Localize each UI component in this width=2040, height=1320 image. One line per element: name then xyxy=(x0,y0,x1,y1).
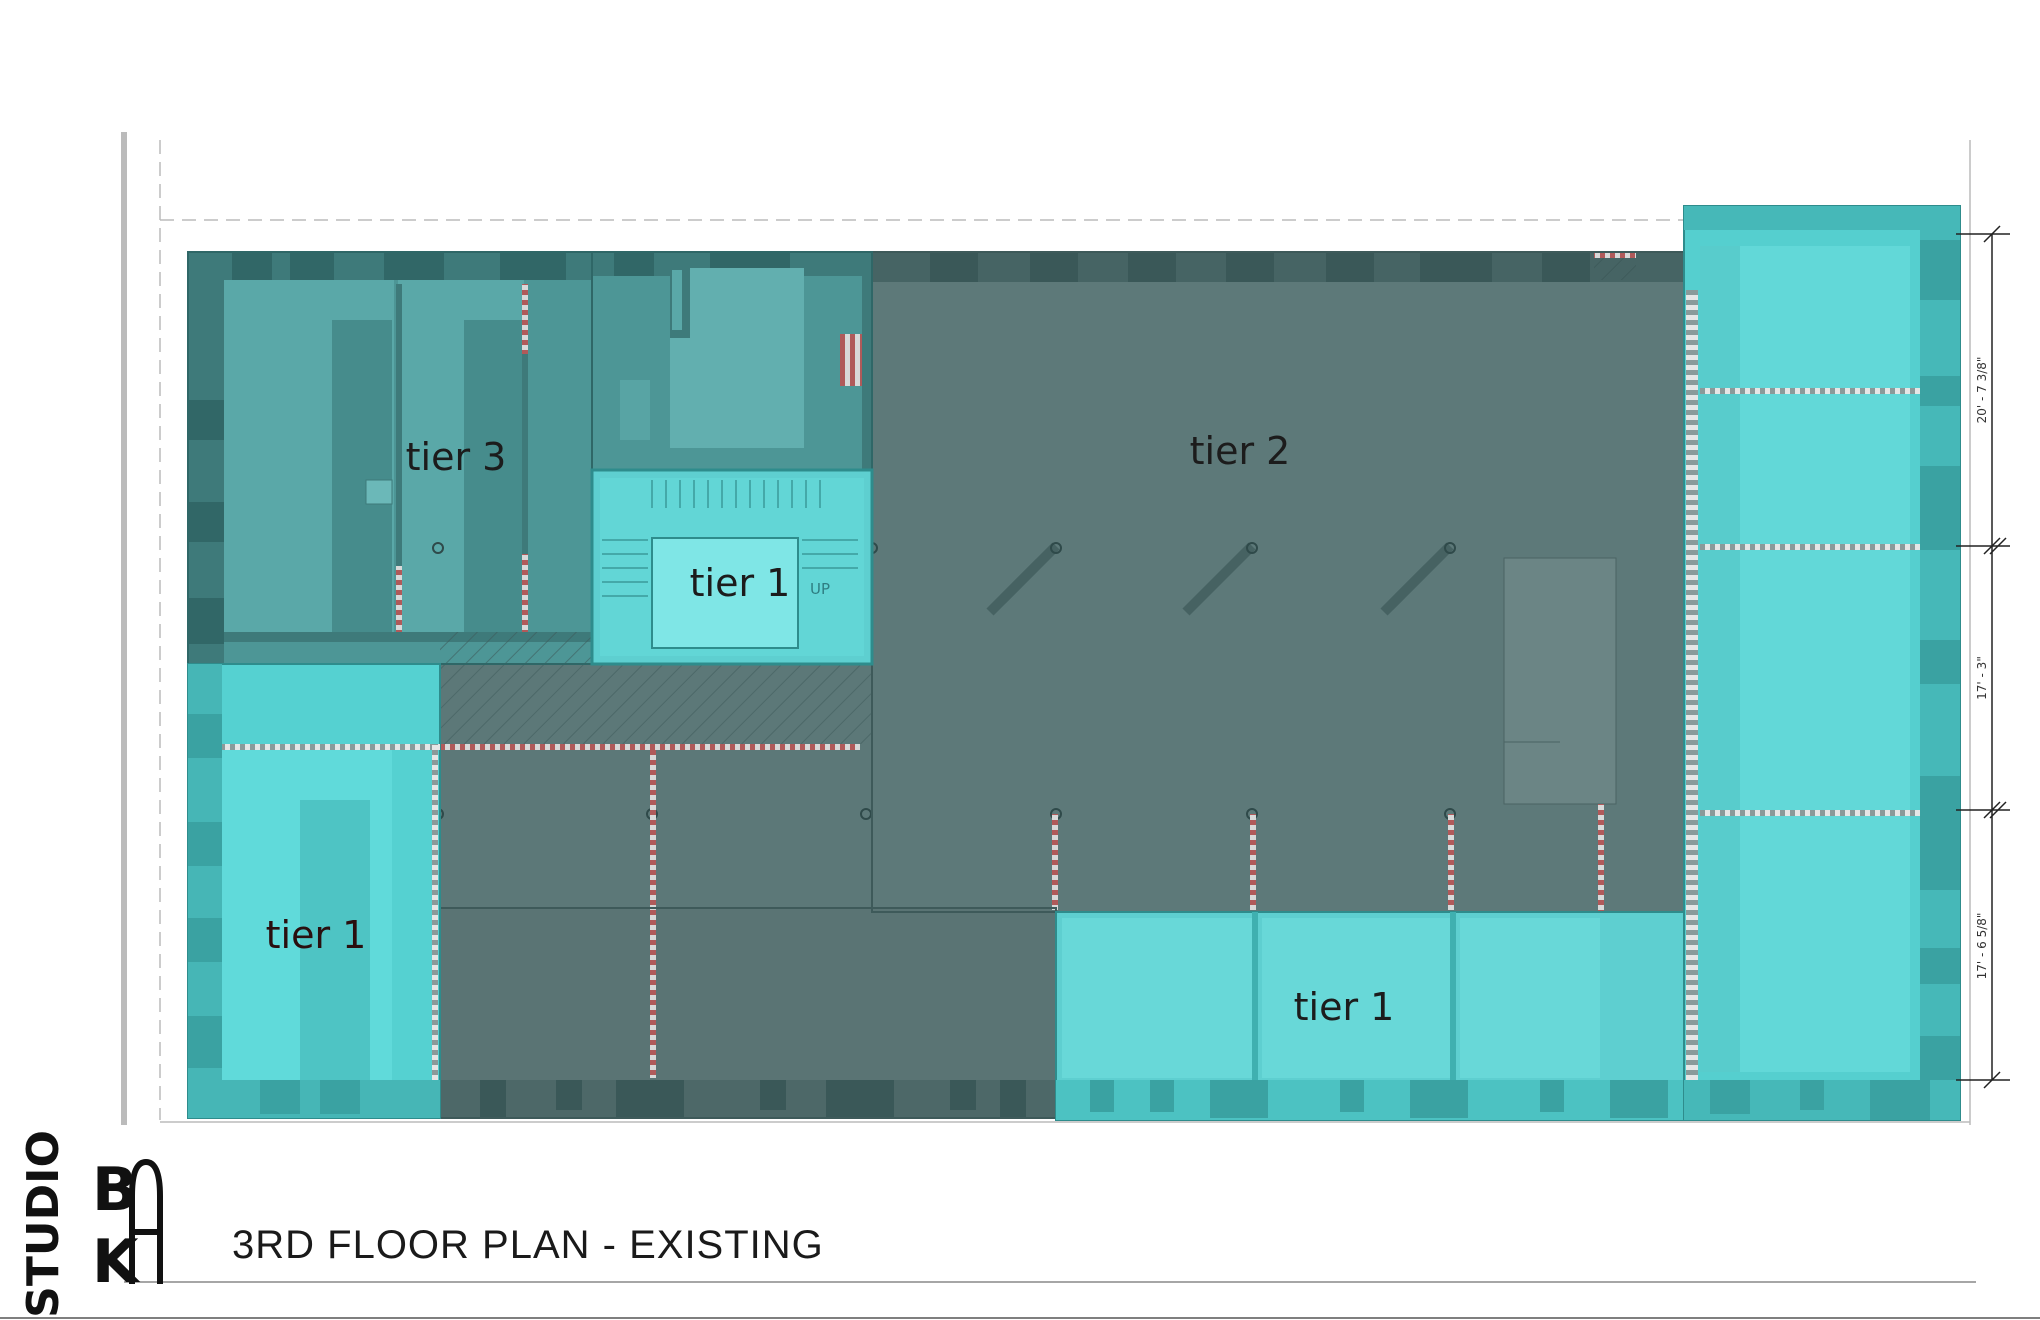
tier-3-label: tier 3 xyxy=(406,435,507,479)
zone-tier-1-bottom: tier 1 xyxy=(1055,911,1685,1121)
logo-letter-a xyxy=(129,1158,163,1284)
stair-up-label: UP xyxy=(810,580,830,598)
zone-tier-3: tier 3 xyxy=(187,251,593,665)
property-lines xyxy=(121,132,1971,1125)
studio-logo: STUDIO B K xyxy=(18,1130,163,1318)
tier-1-bottom-label: tier 1 xyxy=(1294,985,1395,1029)
zone-tier-1-left: tier 1 xyxy=(187,663,441,1119)
zone-tier-1-stair: tier 1 UP xyxy=(590,468,874,666)
stair-core-upper xyxy=(591,251,873,471)
title-block: 3RD FLOOR PLAN - EXISTING xyxy=(0,1223,2040,1319)
dimension-2-label: 17' - 3" xyxy=(1975,656,1989,700)
tier-1-stair-label: tier 1 xyxy=(690,561,791,605)
dimension-3-label: 17' - 6 5/8" xyxy=(1975,913,1989,980)
zone-tier-1-right xyxy=(1683,205,1961,1121)
dimension-1-label: 20' - 7 3/8" xyxy=(1975,357,1989,424)
drawing-title: 3RD FLOOR PLAN - EXISTING xyxy=(232,1223,824,1267)
tier-2-label: tier 2 xyxy=(1190,429,1291,473)
logo-studio-text: STUDIO xyxy=(18,1130,69,1318)
zone-tier-2: tier 2 xyxy=(394,251,1685,1119)
tier-1-left-label: tier 1 xyxy=(266,913,367,957)
dimension-string xyxy=(1956,225,2010,1089)
